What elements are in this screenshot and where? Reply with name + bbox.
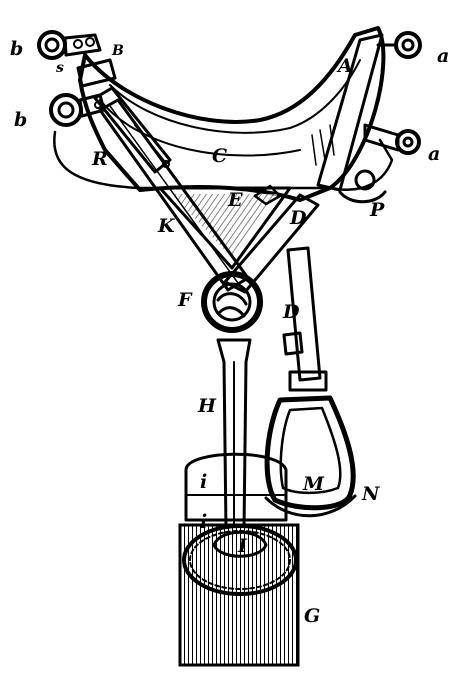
label-a-top: a [437,45,449,67]
label-F: F [177,289,193,311]
label-a-mid: a [428,143,440,165]
label-D-upper: D [289,207,307,229]
label-B: B [111,43,124,59]
clamp-K [253,184,282,206]
ring-b-top [37,30,102,60]
saddle-tree [78,26,386,202]
ring-a-mid [363,123,421,155]
label-G: G [304,605,320,627]
weight-i [184,452,288,522]
label-E: E [227,189,243,211]
label-M: M [302,473,325,495]
bar-left-R [93,86,172,174]
label-i-lower: i [200,511,207,533]
label-D-lower: D [282,301,300,323]
stirrup-M [264,395,357,518]
label-C: C [212,145,227,167]
saddle-seat-inner [109,59,361,134]
ring-F [201,271,263,333]
label-i-upper: i [200,471,207,493]
strap-D-buckle [282,331,304,356]
stirrup-buckle [288,370,328,392]
label-H: H [197,395,217,417]
hook-P [338,169,387,204]
ring-b-mid [49,93,106,127]
buckle-s [76,58,117,88]
weight-I-cap [182,524,298,596]
label-b-top: b [10,38,23,60]
ring-a-top [376,31,422,59]
strap-arm-right [223,193,320,294]
bar-right-A [316,33,384,192]
label-K: K [157,215,176,237]
triangle-frame [158,186,292,270]
label-s: s [56,60,64,76]
label-b-mid: b [14,109,27,131]
label-R: R [91,148,108,170]
label-P: P [369,199,385,221]
strap-arm-left-line [109,105,239,284]
label-I: I [237,535,248,557]
label-A: A [336,55,353,77]
label-N: N [361,483,380,505]
strap-D-lower [286,246,322,382]
